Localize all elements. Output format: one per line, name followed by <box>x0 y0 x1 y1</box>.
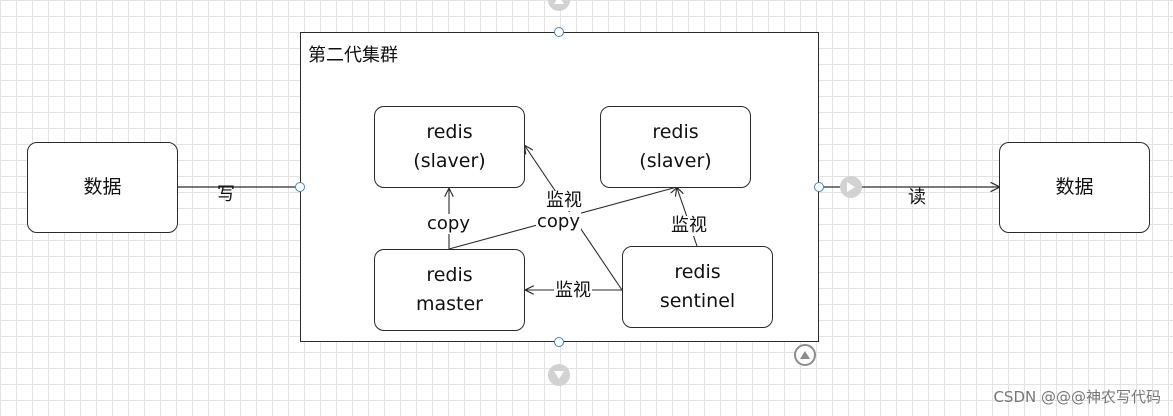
copy-slave2-label: copy <box>536 211 581 232</box>
watermark-text: CSDN @@@神农写代码 <box>993 388 1161 406</box>
node-label: 数据 <box>1055 176 1094 198</box>
node-label-line2: (slaver) <box>639 150 712 172</box>
node-label-line2: sentinel <box>659 290 736 312</box>
node-label-line1: redis <box>652 121 699 143</box>
monitor-slave2-label: 监视 <box>670 215 708 236</box>
node-label-line1: redis <box>426 121 473 143</box>
data-source-node[interactable]: 数据 <box>27 142 178 233</box>
redis-slave-node-1[interactable]: redis (slaver) <box>374 106 525 188</box>
data-target-node[interactable]: 数据 <box>999 142 1150 233</box>
cluster-top-handle[interactable] <box>554 27 564 37</box>
node-label: 数据 <box>83 176 122 198</box>
monitor-slave1-label: 监视 <box>545 190 583 211</box>
cluster-bottom-handle[interactable] <box>554 337 564 347</box>
redis-master-node[interactable]: redis master <box>374 249 525 331</box>
redis-slave-node-2[interactable]: redis (slaver) <box>600 106 751 188</box>
node-label-line1: redis <box>426 264 473 286</box>
add-right-arrow-icon[interactable] <box>840 176 862 198</box>
cluster-title: 第二代集群 <box>308 45 398 66</box>
node-label-line1: redis <box>674 261 721 283</box>
copy-slave1-label: copy <box>426 213 471 234</box>
node-label-line2: master <box>415 293 483 315</box>
cluster-left-handle[interactable] <box>295 182 305 192</box>
monitor-master-label: 监视 <box>554 280 592 301</box>
rotate-up-icon[interactable] <box>794 344 816 366</box>
redis-sentinel-node[interactable]: redis sentinel <box>622 246 773 328</box>
add-up-arrow-icon[interactable] <box>548 0 570 11</box>
add-down-arrow-icon[interactable] <box>548 364 570 386</box>
cluster-right-handle[interactable] <box>814 182 824 192</box>
node-label-line2: (slaver) <box>413 150 486 172</box>
write-label: 写 <box>217 184 235 205</box>
read-label: 读 <box>908 187 926 208</box>
